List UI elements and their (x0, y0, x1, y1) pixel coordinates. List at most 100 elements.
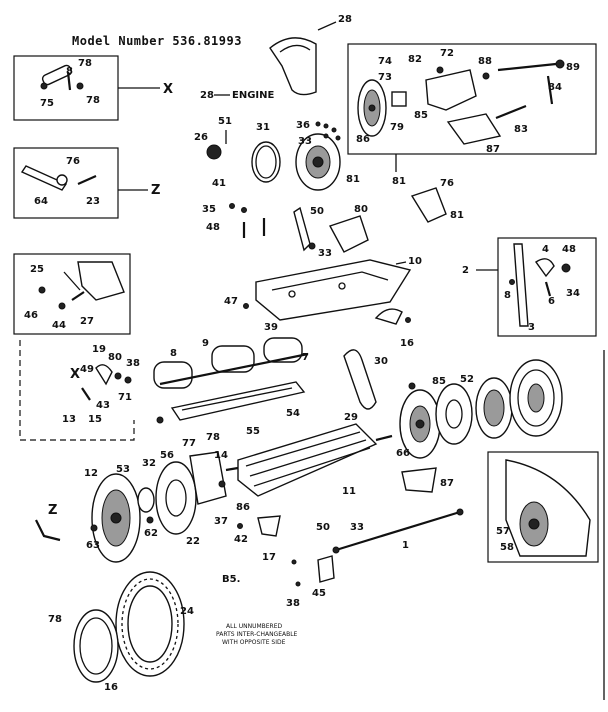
label-80: 80 (354, 204, 368, 215)
screw-cluster (315, 121, 341, 141)
bedknife-bar (156, 381, 306, 424)
pulley-wheel (357, 79, 387, 137)
axle-part-1 (317, 508, 464, 583)
label-50: 50 (310, 206, 324, 217)
label-33: 33 (318, 248, 332, 259)
callout-z-small: Z (48, 503, 57, 518)
page-number: B5. (222, 574, 240, 585)
note-line-1: ALL UNNUMBERED (226, 623, 283, 630)
label-79: 79 (390, 122, 404, 133)
label-78: 78 (48, 614, 62, 625)
label-80: 80 (108, 352, 122, 363)
label-23: 23 (86, 196, 100, 207)
label-81: 81 (392, 176, 406, 187)
label-14: 14 (214, 450, 228, 461)
bracket-17 (257, 515, 281, 537)
label-24: 24 (180, 606, 194, 617)
detail-box-25: 25 46 44 27 (13, 253, 131, 335)
label-49: 49 (80, 364, 94, 375)
label-78: 78 (206, 432, 220, 443)
reel-part (225, 423, 393, 497)
label-85: 85 (432, 376, 446, 387)
label-63: 63 (86, 540, 100, 551)
label-74: 74 (378, 56, 392, 67)
label-32: 32 (142, 458, 156, 469)
small-bracket-16 (374, 308, 411, 325)
label-35: 35 (202, 204, 216, 215)
label-81: 81 (346, 174, 360, 185)
label-58: 58 (500, 542, 514, 553)
label-28: 28 (200, 90, 214, 101)
label-46: 46 (24, 310, 38, 321)
gear-52 (435, 383, 473, 445)
label-15: 15 (88, 414, 102, 425)
label-76: 76 (440, 178, 454, 189)
label-85: 85 (414, 110, 428, 121)
side-bracket-81 (410, 187, 447, 223)
label-38: 38 (286, 598, 300, 609)
label-8: 8 (504, 290, 511, 301)
height-adjuster-lever (20, 165, 97, 191)
detail-box-z: 76 64 23 (13, 147, 148, 219)
label-50: 50 (316, 522, 330, 533)
label-13: 13 (62, 414, 76, 425)
label-77: 77 (182, 438, 196, 449)
label-9: 9 (202, 338, 209, 349)
label-47: 47 (224, 296, 238, 307)
label-17: 17 (262, 552, 276, 563)
label-62: 62 (144, 528, 158, 539)
callout-x: X (163, 82, 173, 97)
deck-plate-part (255, 259, 412, 321)
label-10: 10 (408, 256, 422, 267)
label-31: 31 (256, 122, 270, 133)
label-27: 27 (80, 316, 94, 327)
label-38: 38 (126, 358, 140, 369)
engine-parts-cluster (206, 121, 341, 238)
note-line-3: WITH OPPOSITE SIDE (222, 639, 286, 646)
label-48: 48 (206, 222, 220, 233)
label-57: 57 (496, 526, 510, 537)
label-6: 6 (548, 296, 555, 307)
label-83: 83 (514, 124, 528, 135)
side-frame-77 (189, 451, 227, 505)
label-1: 1 (402, 540, 409, 551)
latch-parts (81, 364, 132, 401)
label-88: 88 (478, 56, 492, 67)
label-87: 87 (486, 144, 500, 155)
bracket-87 (401, 467, 437, 493)
label-51: 51 (218, 116, 232, 127)
label-89: 89 (566, 62, 580, 73)
label-71: 71 (118, 392, 132, 403)
label-81: 81 (450, 210, 464, 221)
label-34: 34 (566, 288, 580, 299)
label-26: 26 (194, 132, 208, 143)
callout-z: Z (151, 183, 160, 198)
label-25: 25 (30, 264, 44, 275)
gear-plate-56 (155, 461, 197, 535)
label-78: 78 (86, 95, 100, 106)
label-11: 11 (342, 486, 356, 497)
label-43: 43 (96, 400, 110, 411)
adjuster-handle-small (35, 519, 61, 542)
dashed-reference-line (19, 340, 135, 441)
label-87: 87 (440, 478, 454, 489)
hubcap-ring (73, 609, 119, 683)
label-33: 33 (350, 522, 364, 533)
tire-24 (115, 571, 185, 677)
gear-85 (399, 389, 441, 459)
detail-box-2 (476, 237, 597, 337)
label-36: 36 (296, 120, 310, 131)
label-73: 73 (378, 72, 392, 83)
label-84: 84 (548, 82, 562, 93)
detail-box-side-plate (487, 451, 599, 563)
detail-box-drive: 74 82 72 88 89 73 79 85 86 84 83 87 (347, 43, 597, 172)
label-39: 39 (264, 322, 278, 333)
label-33: 33 (298, 136, 312, 147)
label-64: 64 (34, 196, 48, 207)
label-12: 12 (84, 468, 98, 479)
label-45: 45 (312, 588, 326, 599)
label-78: 78 (78, 58, 92, 69)
pinion-53 (137, 487, 155, 513)
label-8: 8 (170, 348, 177, 359)
label-30: 30 (374, 356, 388, 367)
